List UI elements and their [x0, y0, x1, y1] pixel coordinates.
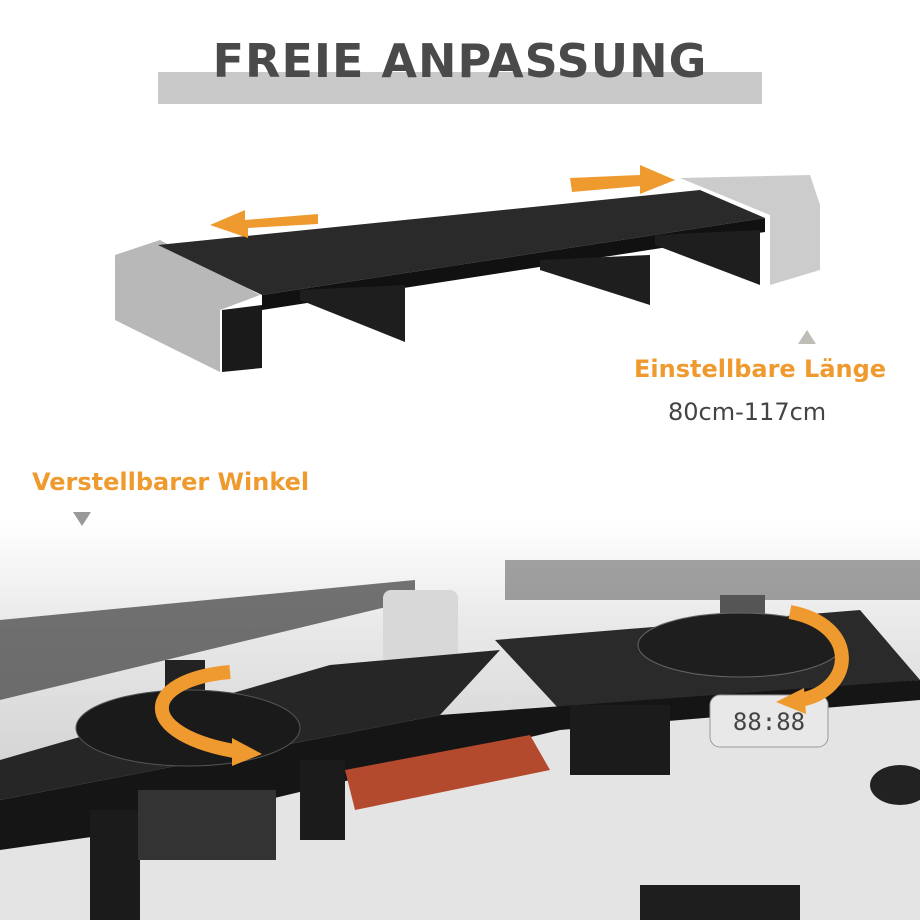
book-stack-right	[345, 735, 550, 810]
ghost-left-end	[115, 240, 260, 310]
ghost-right-leg	[770, 205, 820, 285]
clock-display: 88:88	[733, 708, 805, 736]
book-stack-left	[138, 790, 276, 860]
rotate-arrow-right-icon	[788, 605, 849, 707]
ghost-left-leg	[115, 255, 220, 372]
title-underline-bar	[158, 72, 762, 104]
arrow-left-icon	[210, 210, 318, 238]
length-label: Einstellbare Länge	[634, 355, 887, 383]
arrow-right-icon	[570, 165, 675, 194]
mouse	[870, 765, 920, 805]
keyboard	[640, 885, 800, 920]
shelf-leg-3	[540, 255, 650, 305]
photo-shelf-leg-2	[300, 760, 345, 840]
right-monitor	[505, 560, 920, 600]
triangle-up-icon	[798, 330, 816, 344]
angle-label: Verstellbarer Winkel	[32, 468, 310, 496]
page-title: FREIE ANPASSUNG	[212, 34, 708, 88]
shelf-leg-2	[300, 285, 405, 342]
left-turntable	[75, 689, 301, 767]
rotate-arrow-left-icon	[154, 665, 242, 759]
triangle-down-icon	[73, 512, 91, 526]
shelf-left-leg	[222, 305, 262, 372]
shelf-top	[158, 190, 765, 295]
photo-shelf-leg-3	[570, 705, 670, 775]
length-value: 80cm-117cm	[668, 398, 827, 426]
left-monitor	[0, 580, 415, 700]
shelf-leg-4	[655, 230, 760, 285]
ghost-right-end	[680, 175, 820, 215]
photo-shelf-leg-1	[90, 810, 140, 920]
